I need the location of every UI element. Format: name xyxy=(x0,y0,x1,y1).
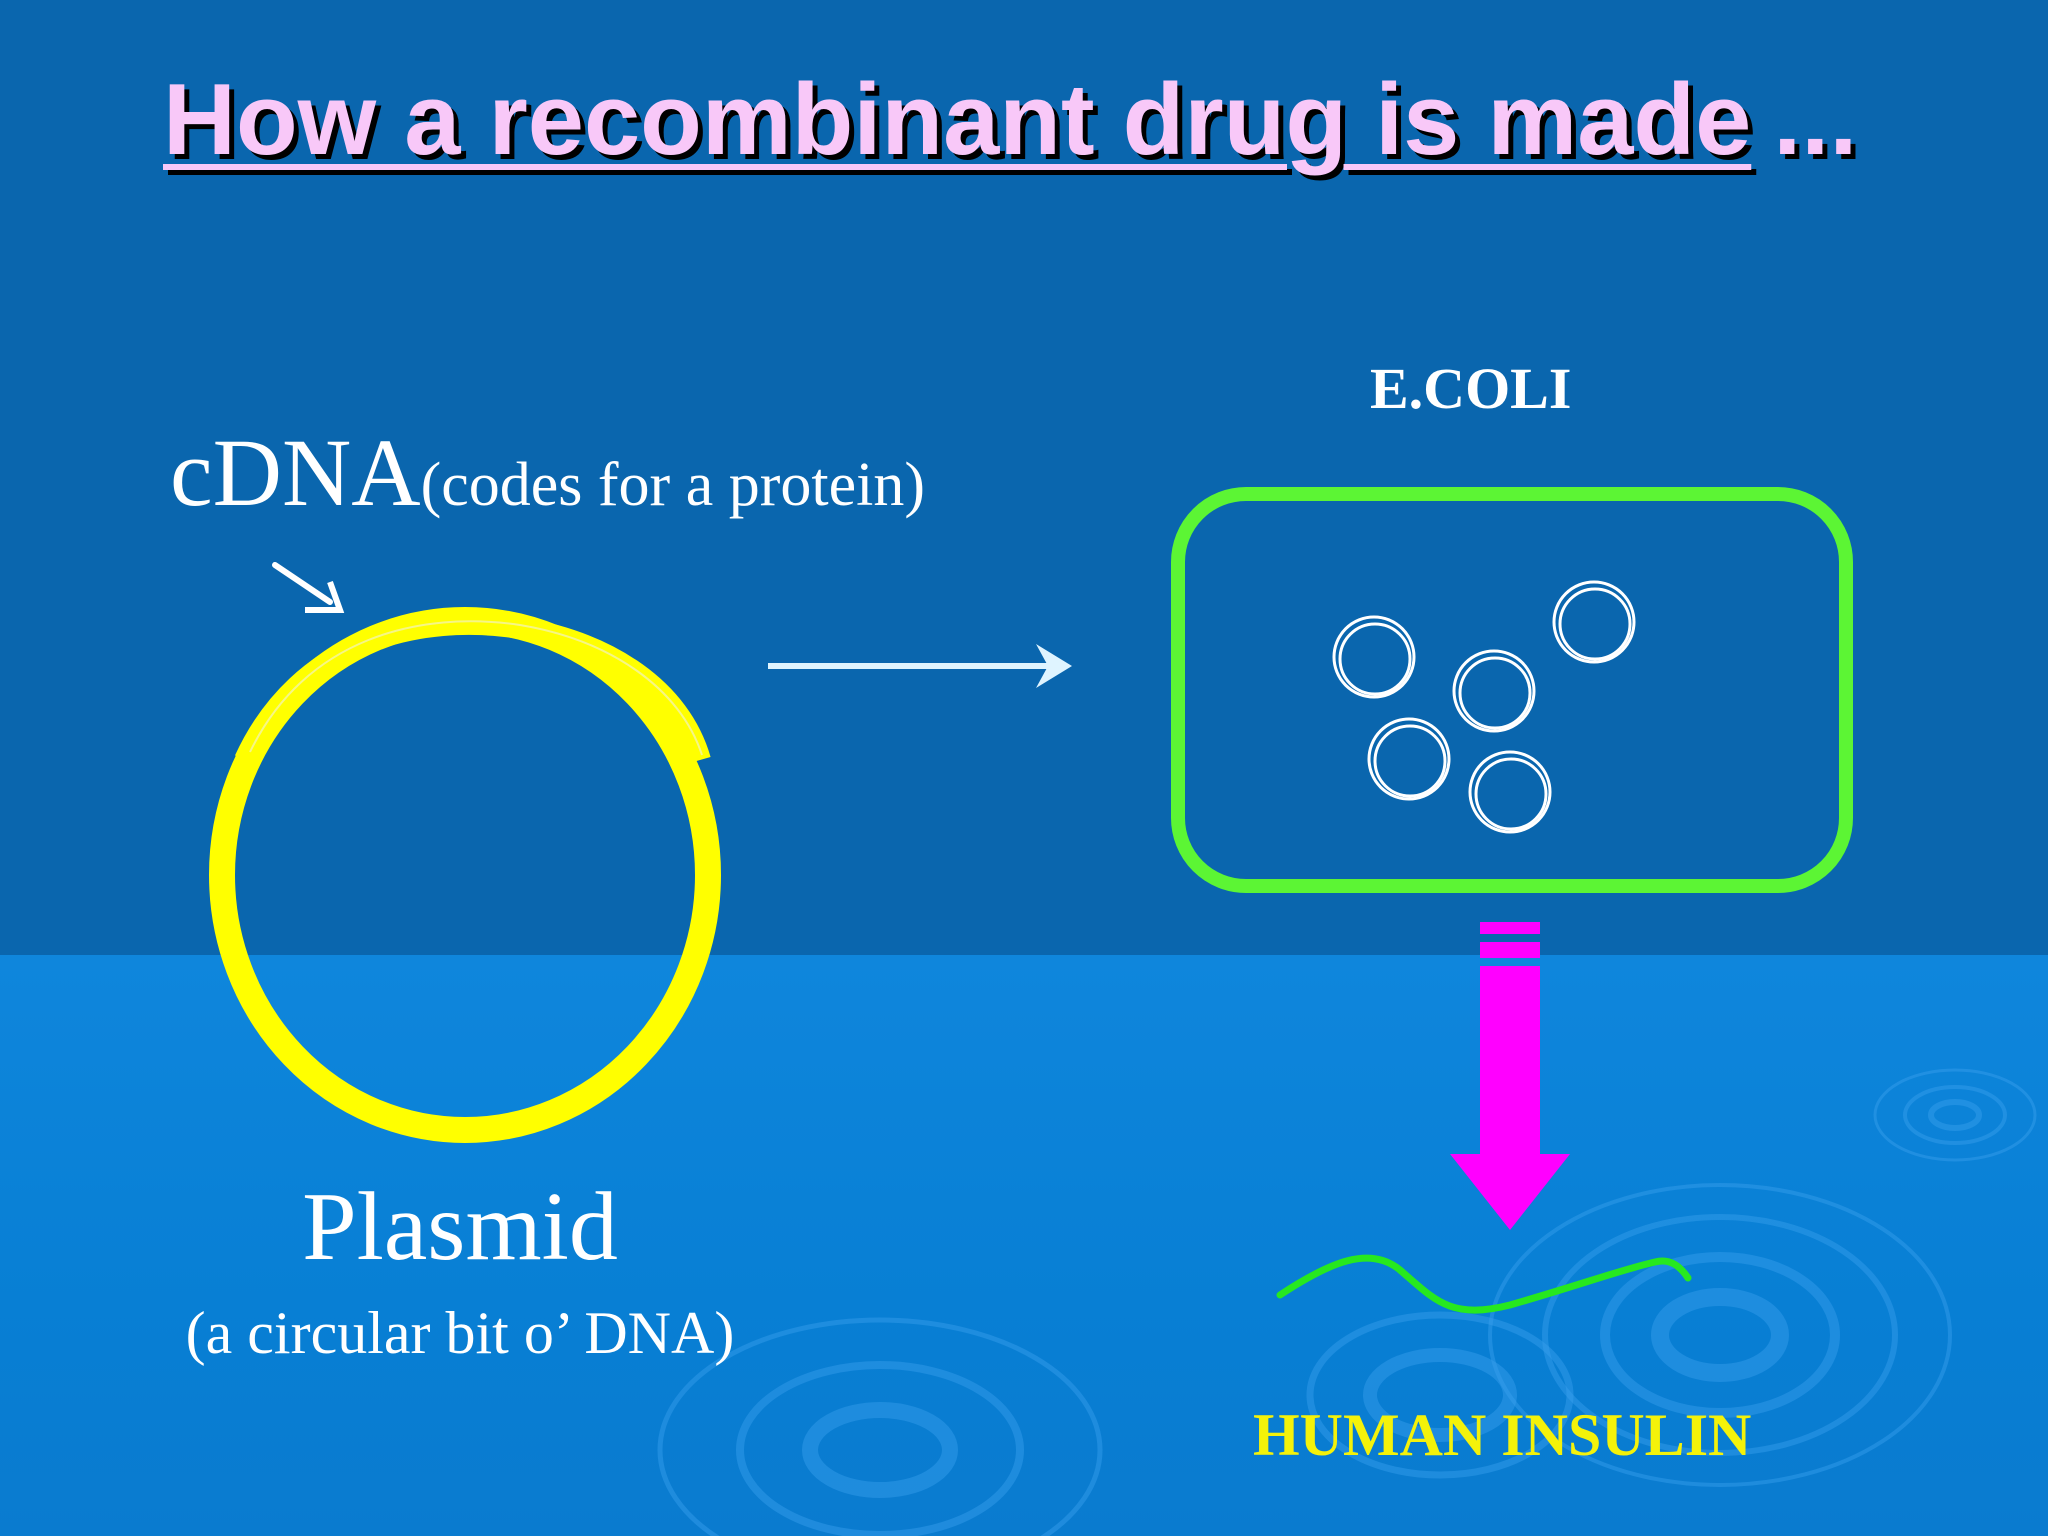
ripple-ring xyxy=(657,1317,1103,1536)
plasmid-copy xyxy=(1452,649,1536,733)
title-text: How a recombinant drug is made xyxy=(163,64,1752,176)
slide-title: How a recombinant drug is made... xyxy=(163,60,1857,180)
ripple-ring xyxy=(1651,1288,1789,1382)
ripple-ring xyxy=(1488,1183,1952,1487)
cdna-label-text: cDNA xyxy=(170,419,421,526)
production-arrow xyxy=(1450,922,1570,1230)
title-ellipsis: ... xyxy=(1773,64,1858,176)
ripple-ring xyxy=(1363,1348,1517,1442)
plasmid-copy xyxy=(1332,615,1416,699)
cdna-pointer-arrow xyxy=(272,562,345,613)
ecoli-label: E.COLI xyxy=(1370,356,1572,421)
ripple-ring xyxy=(1542,1214,1898,1456)
ripple-ring xyxy=(736,1361,1024,1536)
flow-arrow xyxy=(768,644,1072,688)
ripple-ring xyxy=(1306,1311,1574,1479)
ripple-ring xyxy=(1873,1068,2037,1162)
human-insulin-label: HUMAN INSULIN xyxy=(1253,1402,1752,1468)
plasmid-label: Plasmid xyxy=(302,1173,618,1281)
background-bottom xyxy=(0,955,2048,1536)
plasmid-copy xyxy=(1367,717,1451,801)
ripple-ring xyxy=(802,1402,958,1498)
plasmid-copy xyxy=(1552,580,1636,664)
ripple-ring xyxy=(1600,1252,1840,1418)
ripple-ring xyxy=(1928,1099,1982,1131)
cdna-label: cDNA(codes for a protein) xyxy=(170,425,925,521)
background-top xyxy=(0,0,2048,955)
insulin-strand xyxy=(1276,1254,1692,1314)
plasmid-note: (a circular bit o’ DNA) xyxy=(185,1300,735,1366)
plasmid-ring xyxy=(209,607,721,1143)
ecoli-cell xyxy=(1171,487,1853,893)
cdna-note: (codes for a protein) xyxy=(420,451,925,519)
plasmid-copy xyxy=(1468,750,1552,834)
ripple-ring xyxy=(1903,1085,2007,1145)
